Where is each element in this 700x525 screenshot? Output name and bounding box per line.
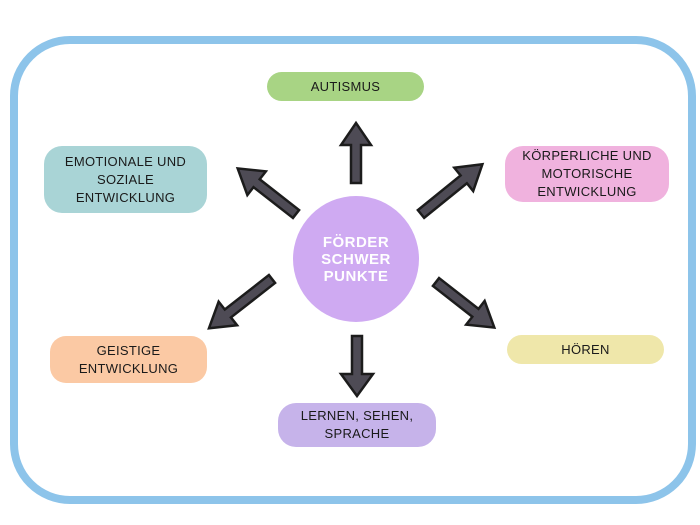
node-hoeren: HÖREN (507, 335, 664, 364)
arrow-to-hoeren (431, 276, 497, 330)
center-label: FÖRDER SCHWER PUNKTE (321, 233, 391, 285)
node-emotional-label: EMOTIONALE UND SOZIALE ENTWICKLUNG (64, 153, 187, 205)
diagram-frame (10, 36, 696, 504)
node-geistig: GEISTIGE ENTWICKLUNG (50, 336, 207, 383)
node-koerper: KÖRPERLICHE UND MOTORISCHE ENTWICKLUNG (505, 146, 669, 202)
node-emotional: EMOTIONALE UND SOZIALE ENTWICKLUNG (44, 146, 207, 213)
node-autismus-label: AUTISMUS (310, 78, 381, 94)
node-autismus: AUTISMUS (267, 72, 424, 101)
arrow-to-koerper (416, 162, 485, 220)
node-lernen-label: LERNEN, SEHEN, SPRACHE (300, 408, 414, 441)
arrow-to-lernen (338, 334, 376, 399)
node-geistig-label: GEISTIGE ENTWICKLUNG (78, 342, 179, 376)
node-hoeren-label: HÖREN (561, 341, 610, 357)
arrow-to-geistig (207, 273, 277, 330)
arrow-to-emotional (235, 166, 301, 220)
center-circle: FÖRDER SCHWER PUNKTE (293, 196, 419, 322)
arrow-to-autismus (338, 120, 374, 185)
node-koerper-label: KÖRPERLICHE UND MOTORISCHE ENTWICKLUNG (522, 148, 652, 199)
node-lernen: LERNEN, SEHEN, SPRACHE (278, 403, 436, 447)
